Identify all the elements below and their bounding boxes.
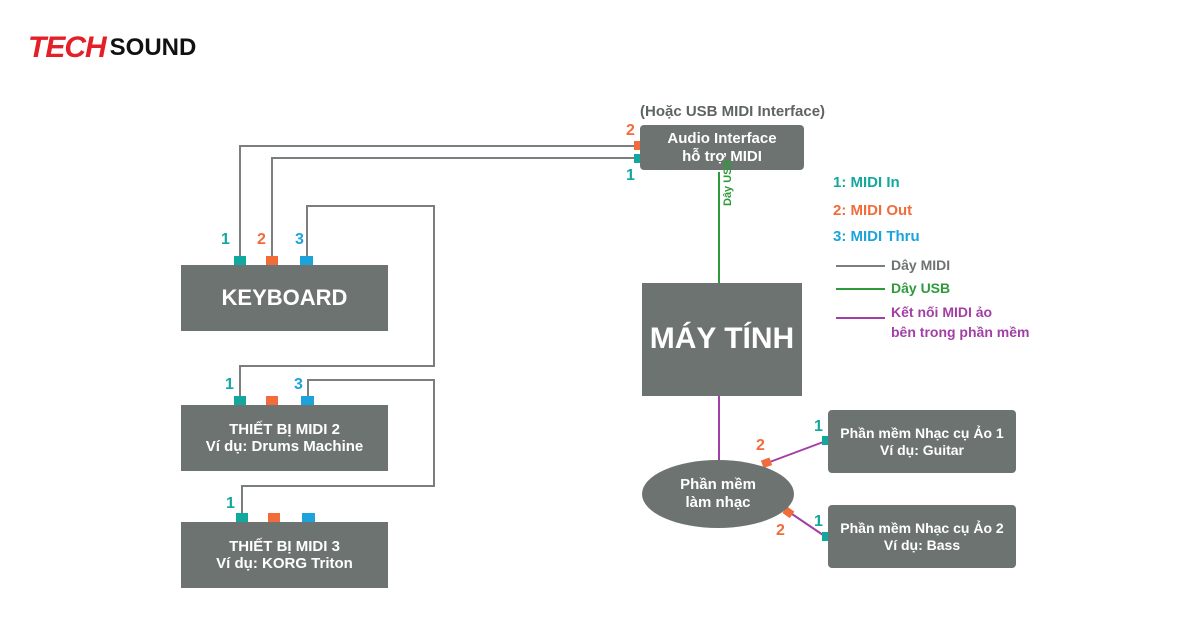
keyboard-port-thru — [300, 256, 313, 265]
software-line1: Phần mềm — [680, 476, 756, 493]
keyboard-port-out — [266, 256, 278, 265]
interface-port-in — [634, 154, 642, 163]
device2-port-out — [266, 396, 278, 405]
legend-usb-cable: Dây USB — [891, 280, 951, 296]
interface-port-out — [634, 141, 642, 150]
device2-line1: THIẾT BỊ MIDI 2 — [229, 420, 340, 438]
keyboard-port-in-number: 1 — [221, 231, 230, 248]
keyboard-port-out-number: 2 — [257, 231, 266, 248]
computer-label: MÁY TÍNH — [649, 322, 795, 356]
keyboard-label: KEYBOARD — [221, 285, 348, 311]
interface-note: (Hoặc USB MIDI Interface) — [640, 103, 826, 120]
device2-port-thru — [301, 396, 314, 405]
device3-port-in — [236, 513, 248, 522]
audio-interface-box: Audio Interface hỗ trợ MIDI — [640, 125, 804, 170]
device2-port-thru-number: 3 — [294, 376, 303, 393]
interface-line2: hỗ trợ MIDI — [682, 147, 762, 165]
music-software-ellipse: Phần mềm làm nhạc — [642, 460, 794, 528]
usb-cable-label: Dây USB — [722, 159, 734, 206]
midi-cable-keyboard-out-to-interface-in — [271, 157, 637, 260]
interface-port-out-number: 2 — [626, 122, 635, 139]
legend-midi-in: 1: MIDI In — [833, 174, 900, 191]
keyboard-port-in — [234, 256, 246, 265]
legend-virtual-line1: Kết nối MIDI ảo — [891, 304, 993, 320]
midi-cable-keyboard-thru-to-device2-in — [239, 205, 435, 400]
midi-cable-keyboard-in-to-interface-out — [239, 145, 637, 260]
vi1-port-in-number: 1 — [814, 418, 823, 435]
legend-midi-cable: Dây MIDI — [891, 257, 951, 273]
virtual-link-software-vi2 — [788, 511, 827, 538]
device2-port-in-number: 1 — [225, 376, 234, 393]
legend-midi-out: 2: MIDI Out — [833, 202, 913, 219]
device3-port-thru — [302, 513, 315, 522]
software-port-out-2-number: 2 — [776, 522, 785, 539]
software-line2: làm nhạc — [685, 494, 751, 511]
virtual-link-software-vi1 — [766, 440, 827, 464]
keyboard-box: KEYBOARD — [181, 265, 388, 331]
vi1-port-in — [822, 436, 830, 445]
logo-tech-text: TECH — [28, 31, 107, 64]
vi2-line1: Phần mềm Nhạc cụ Ảo 2 — [840, 520, 1004, 537]
vi2-line2: Ví dụ: Bass — [883, 536, 961, 553]
interface-port-in-number: 1 — [626, 167, 635, 184]
device3-line1: THIẾT BỊ MIDI 3 — [229, 537, 340, 555]
virtual-instrument-2-box: Phần mềm Nhạc cụ Ảo 2 Ví dụ: Bass — [828, 505, 1016, 568]
midi-cable-device2-thru-to-device3-in — [241, 379, 435, 514]
interface-line1: Audio Interface — [667, 130, 777, 148]
techsound-logo: TECH SOUND — [28, 28, 196, 68]
vi2-port-in — [822, 532, 830, 541]
device2-port-in — [234, 396, 246, 405]
vi1-line1: Phần mềm Nhạc cụ Ảo 1 — [840, 425, 1004, 442]
computer-box: MÁY TÍNH — [642, 283, 802, 396]
keyboard-port-thru-number: 3 — [295, 231, 304, 248]
device3-line2: Ví dụ: KORG Triton — [216, 555, 353, 572]
device3-port-out — [268, 513, 280, 522]
legend-midi-thru: 3: MIDI Thru — [833, 228, 920, 245]
logo-sound-text: SOUND — [109, 34, 197, 61]
device3-box: THIẾT BỊ MIDI 3 Ví dụ: KORG Triton — [181, 522, 388, 588]
device3-port-in-number: 1 — [226, 495, 235, 512]
software-port-out-1-number: 2 — [756, 437, 765, 454]
device2-line2: Ví dụ: Drums Machine — [205, 438, 364, 455]
software-port-out-1 — [760, 457, 773, 469]
device2-box: THIẾT BỊ MIDI 2 Ví dụ: Drums Machine — [181, 405, 388, 471]
virtual-instrument-1-box: Phần mềm Nhạc cụ Ảo 1 Ví dụ: Guitar — [828, 410, 1016, 473]
legend-virtual-line2: bên trong phần mềm — [891, 324, 1030, 340]
vi2-port-in-number: 1 — [814, 513, 823, 530]
vi1-line2: Ví dụ: Guitar — [880, 441, 964, 458]
